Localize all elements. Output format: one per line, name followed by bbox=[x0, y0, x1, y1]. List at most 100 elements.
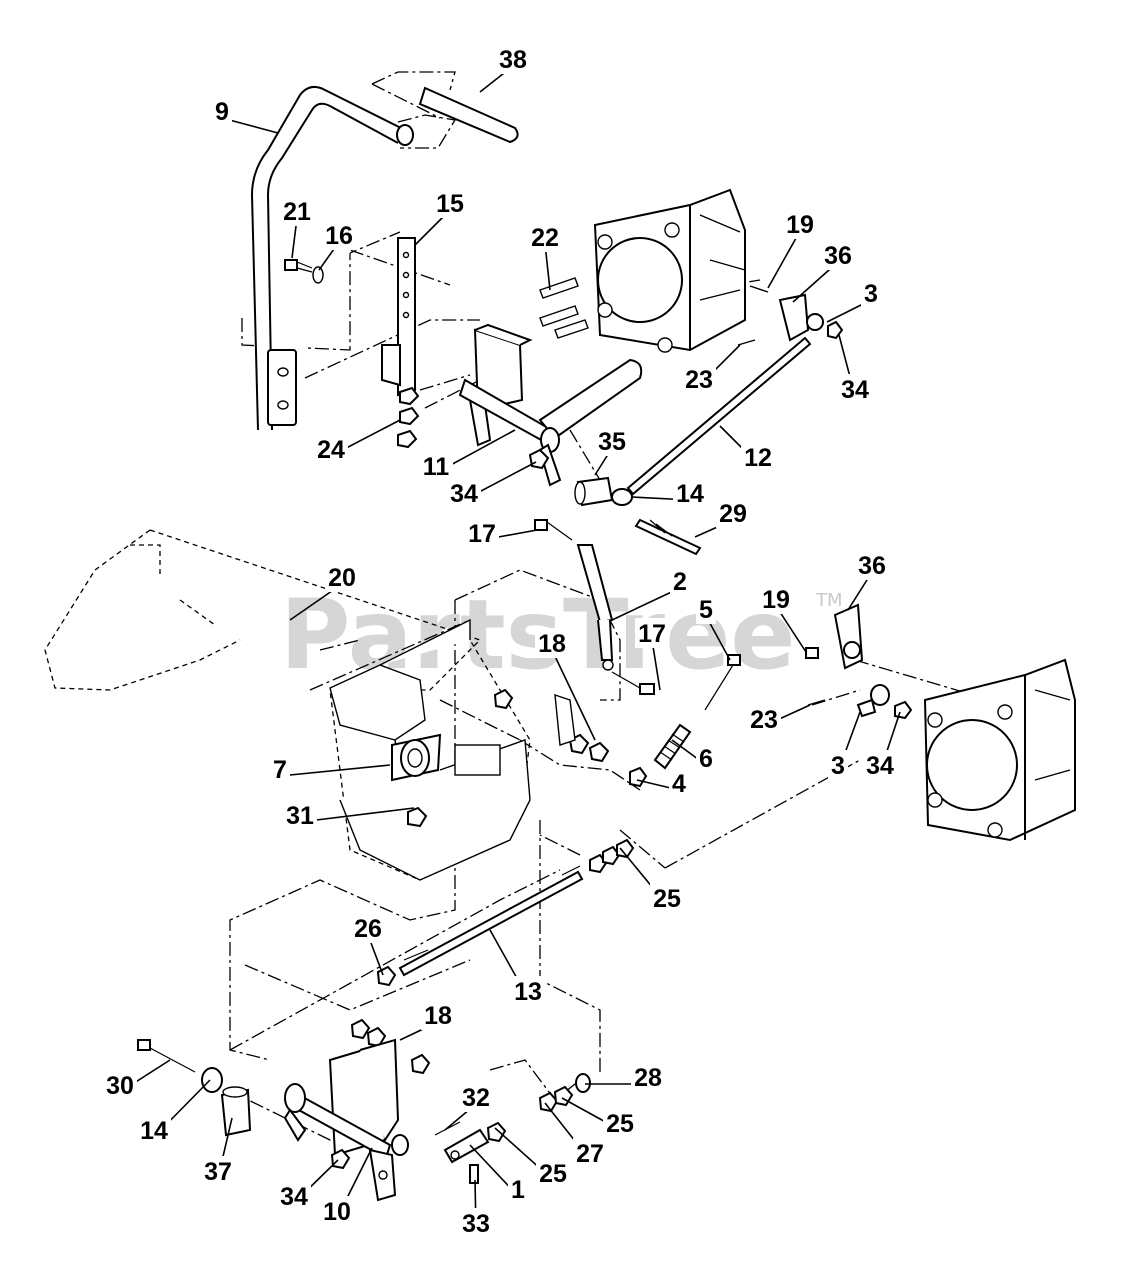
bolt-30-rod-end-14 bbox=[137, 1039, 223, 1093]
callout-label-background bbox=[650, 883, 684, 913]
nuts-24 bbox=[397, 386, 420, 449]
callout-21: 21 bbox=[280, 196, 314, 259]
lever-assembly-lower bbox=[283, 1038, 409, 1202]
control-rod-12 bbox=[611, 336, 812, 506]
callout-14: 14 bbox=[137, 1079, 211, 1145]
callout-label-background bbox=[669, 768, 689, 798]
bearing-7 bbox=[391, 733, 442, 828]
callout-label-background bbox=[137, 1115, 171, 1145]
callout-label-background bbox=[212, 96, 232, 126]
callout-label-background bbox=[682, 364, 716, 394]
callout-leader-line bbox=[767, 230, 801, 289]
callout-label-background bbox=[821, 240, 855, 270]
callout-label-background bbox=[459, 1208, 493, 1238]
callout-9: 9 bbox=[212, 96, 279, 134]
callout-1: 1 bbox=[469, 1144, 528, 1204]
callout-label-background bbox=[631, 1062, 665, 1092]
callout-3: 3 bbox=[826, 278, 881, 323]
callout-number: 34 bbox=[280, 1183, 308, 1211]
callout-label-background bbox=[314, 434, 348, 464]
callout-leader-line bbox=[611, 587, 681, 621]
callout-5: 5 bbox=[696, 594, 731, 661]
callout-label-background bbox=[325, 562, 359, 592]
callout-17: 17 bbox=[635, 618, 669, 691]
callout-label-background bbox=[696, 743, 716, 773]
callout-label-background bbox=[459, 1082, 493, 1112]
callout-30: 30 bbox=[103, 1059, 171, 1100]
callout-number: 15 bbox=[436, 190, 464, 218]
callout-label-background bbox=[103, 1070, 137, 1100]
callout-label-background bbox=[201, 1156, 235, 1186]
callout-number: 13 bbox=[514, 978, 542, 1006]
callout-10: 10 bbox=[320, 1147, 373, 1226]
hydraulic-pump-upper bbox=[593, 188, 746, 353]
spacer-37 bbox=[220, 1086, 252, 1137]
callout-number: 19 bbox=[762, 586, 790, 614]
callout-number: 38 bbox=[499, 46, 527, 74]
callout-number: 18 bbox=[424, 1002, 452, 1030]
callout-23: 23 bbox=[682, 344, 741, 394]
callout-34: 34 bbox=[863, 711, 901, 780]
callout-number: 17 bbox=[638, 620, 666, 648]
nuts-18-center bbox=[493, 688, 610, 763]
callout-number: 36 bbox=[858, 552, 886, 580]
nut-34-lower bbox=[330, 1148, 351, 1170]
construction-lines bbox=[44, 71, 1060, 1141]
callout-22: 22 bbox=[528, 222, 562, 291]
callout-number: 23 bbox=[685, 366, 713, 394]
callout-number: 3 bbox=[831, 752, 845, 780]
callout-number: 33 bbox=[462, 1210, 490, 1238]
callout-label-background bbox=[741, 442, 775, 472]
callout-number: 5 bbox=[699, 596, 713, 624]
callout-36: 36 bbox=[792, 240, 855, 303]
callout-18: 18 bbox=[399, 1000, 455, 1041]
callout-number: 25 bbox=[653, 885, 681, 913]
callout-number: 23 bbox=[750, 706, 778, 734]
spring-assembly bbox=[629, 654, 741, 788]
callout-label-background bbox=[419, 451, 453, 481]
nuts-18-lower bbox=[350, 1018, 431, 1075]
callout-label-background bbox=[433, 188, 467, 218]
callout-18: 18 bbox=[535, 628, 596, 741]
bolt-29 bbox=[634, 518, 702, 556]
lever-assembly-upper bbox=[458, 323, 643, 487]
callout-37: 37 bbox=[201, 1117, 235, 1186]
callout-label-background bbox=[861, 278, 881, 308]
callout-36: 36 bbox=[847, 550, 889, 611]
callout-28: 28 bbox=[585, 1062, 665, 1092]
callout-number: 9 bbox=[215, 98, 229, 126]
callout-number: 20 bbox=[328, 564, 356, 592]
callout-34: 34 bbox=[447, 461, 537, 508]
callout-label-background bbox=[573, 1138, 607, 1168]
callout-27: 27 bbox=[544, 1102, 607, 1168]
callout-number: 37 bbox=[204, 1158, 232, 1186]
callout-leader-line bbox=[551, 649, 596, 741]
linkage-upper bbox=[737, 285, 844, 346]
callout-label-background bbox=[536, 1158, 570, 1188]
callout-4: 4 bbox=[636, 768, 689, 798]
watermark-trademark: TM bbox=[815, 590, 843, 611]
callout-label-background bbox=[465, 518, 499, 548]
callout-label-background bbox=[759, 584, 793, 614]
callout-label-background bbox=[863, 750, 897, 780]
callout-label-background bbox=[670, 566, 690, 596]
callout-label-background bbox=[322, 220, 356, 250]
callout-number: 32 bbox=[462, 1084, 490, 1112]
callout-leader-line bbox=[651, 639, 661, 691]
callout-label-background bbox=[696, 594, 716, 624]
callout-label-background bbox=[747, 704, 781, 734]
callout-number: 25 bbox=[539, 1160, 567, 1188]
callout-number: 22 bbox=[531, 224, 559, 252]
callout-26: 26 bbox=[351, 913, 385, 976]
callout-number: 11 bbox=[423, 453, 450, 481]
callout-label-background bbox=[595, 426, 629, 456]
callout-label-background bbox=[511, 976, 545, 1006]
nuts-25-upper bbox=[589, 838, 635, 874]
callout-number: 34 bbox=[841, 376, 869, 404]
callout-32: 32 bbox=[444, 1082, 493, 1131]
callout-number: 26 bbox=[354, 915, 382, 943]
callout-24: 24 bbox=[314, 419, 401, 464]
callout-label-background bbox=[528, 222, 562, 252]
callout-label-background bbox=[828, 750, 848, 780]
